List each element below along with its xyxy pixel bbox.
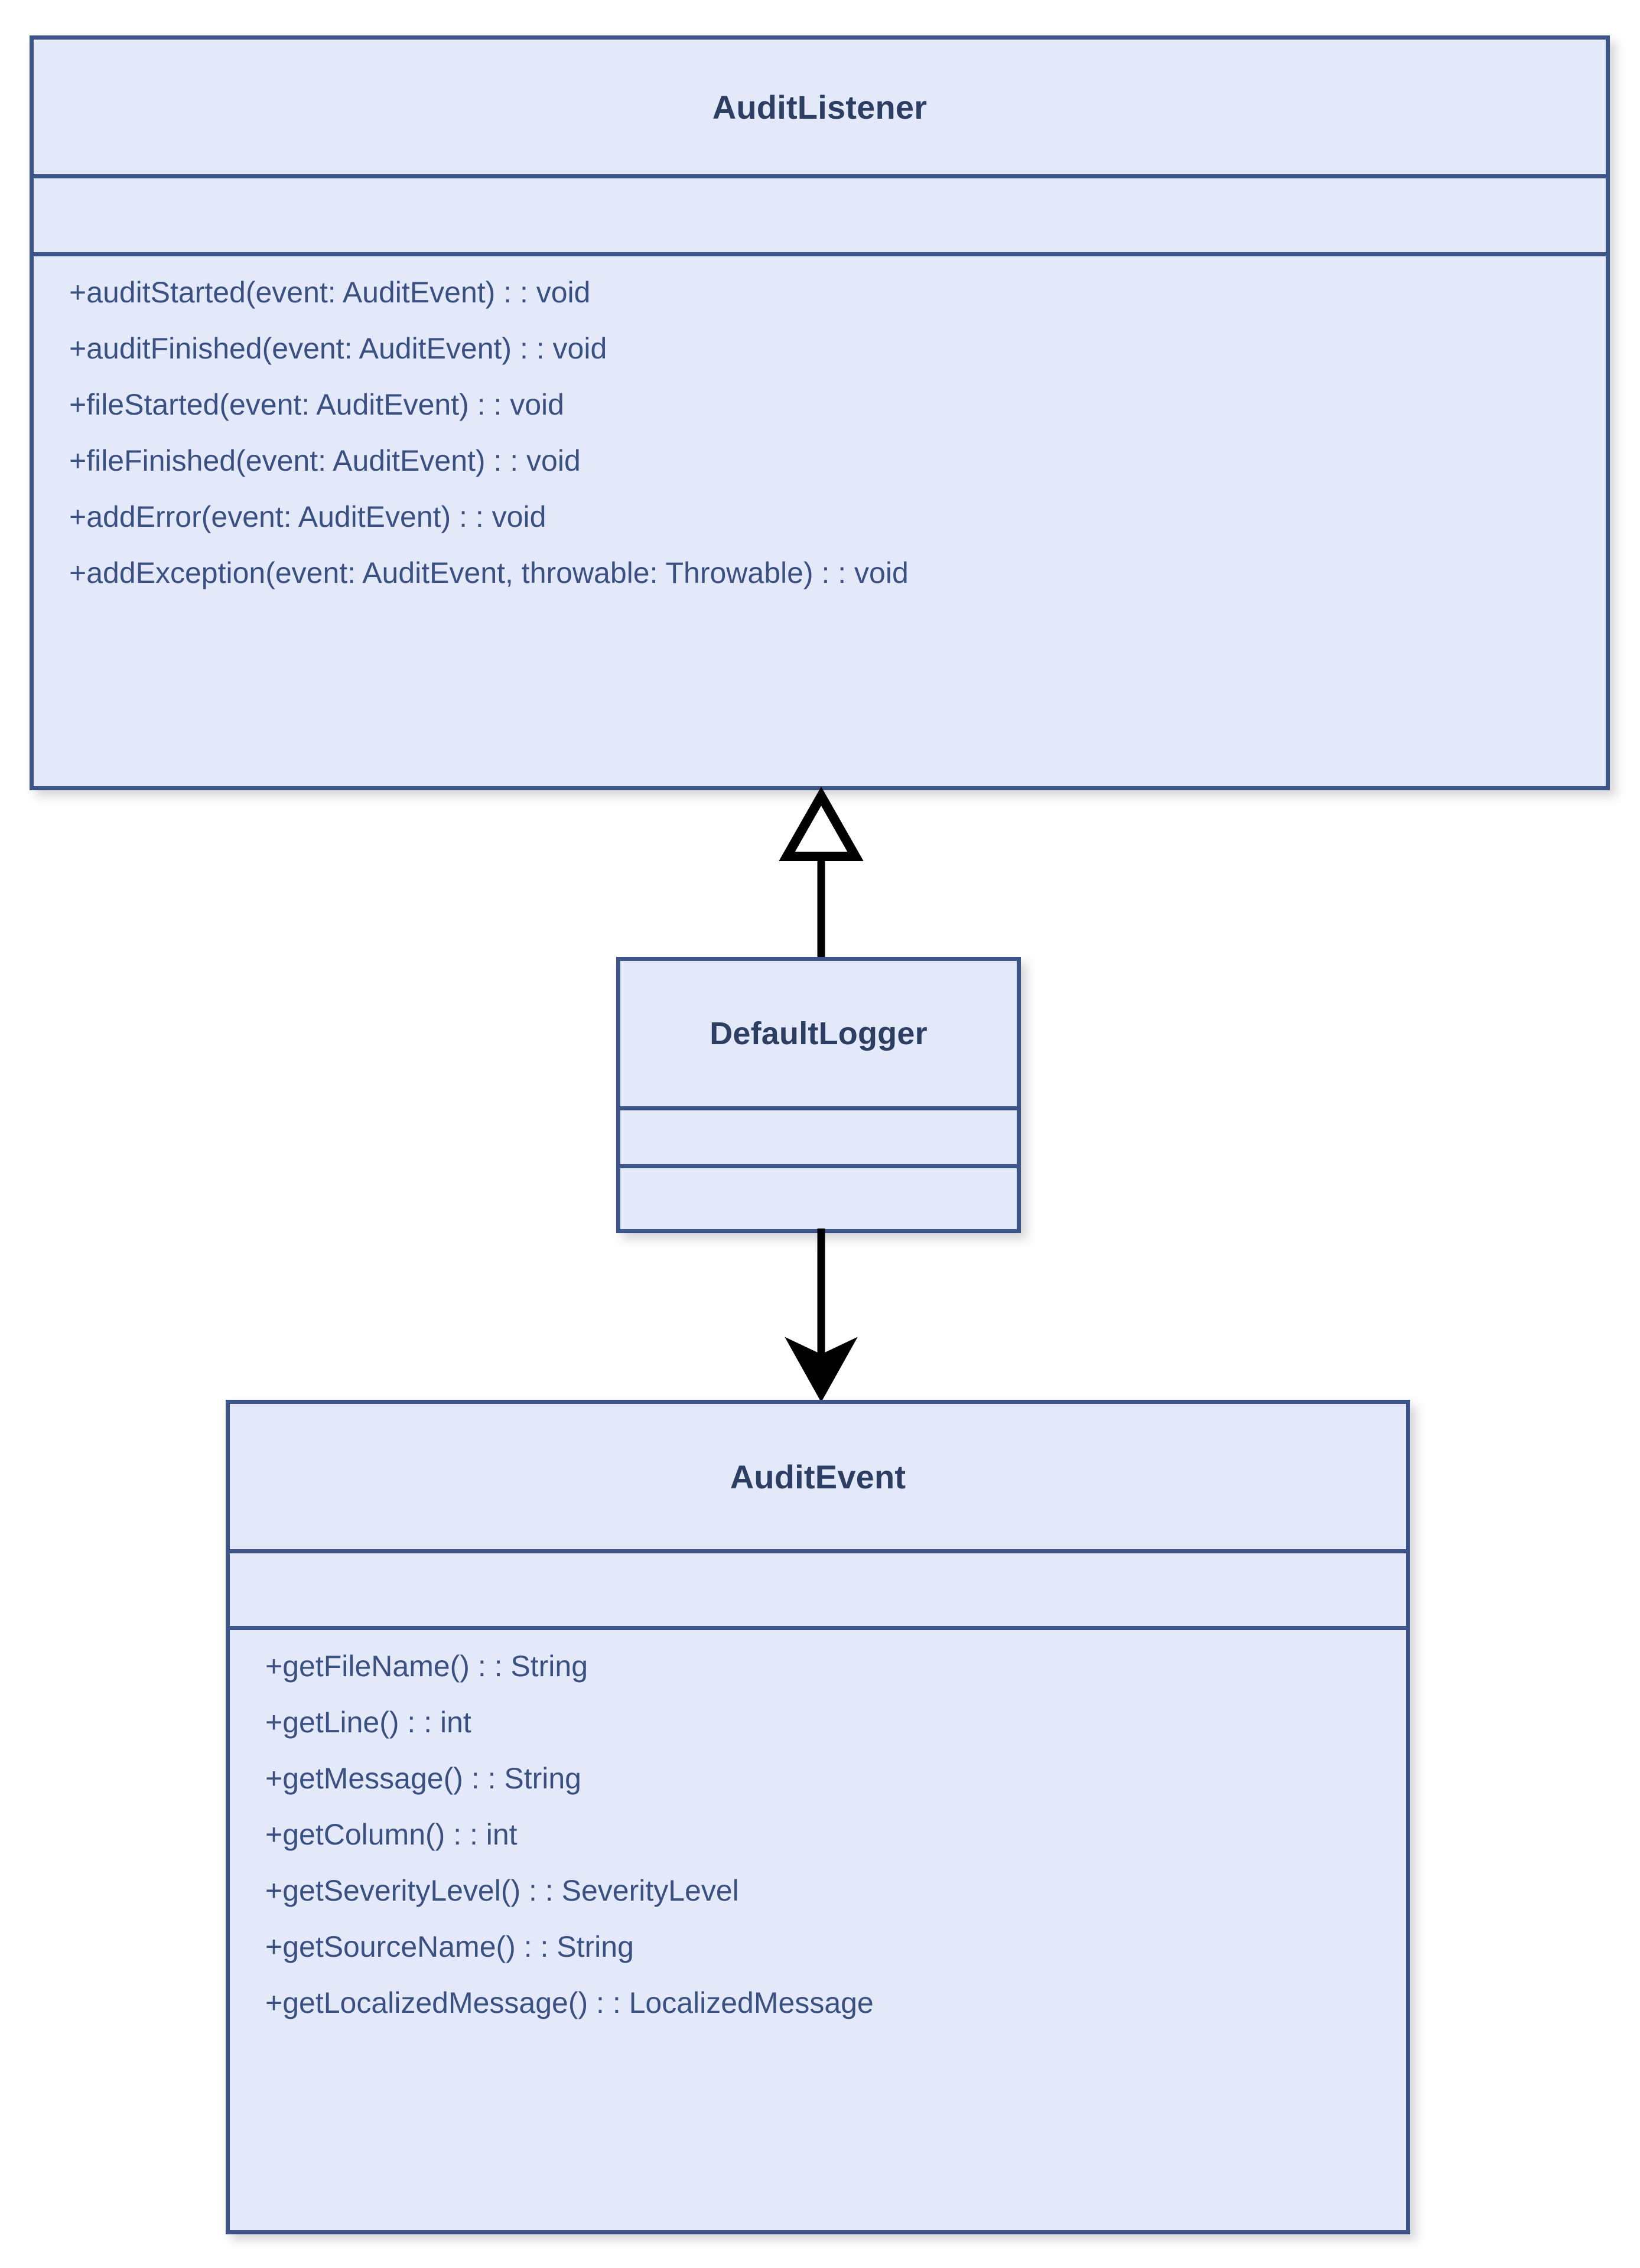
class-box-auditevent[interactable]: AuditEvent +getFileName() : : String +ge… [226,1400,1410,2234]
method-item: +getMessage() : : String [265,1762,581,1795]
method-item: +getLocalizedMessage() : : LocalizedMess… [265,1986,874,2019]
class-attributes-auditlistener [34,178,1606,256]
class-methods-auditlistener: +auditStarted(event: AuditEvent) : : voi… [34,256,1606,786]
method-item: +getSourceName() : : String [265,1930,634,1963]
class-header-defaultlogger: DefaultLogger [620,961,1017,1110]
method-item: +addException(event: AuditEvent, throwab… [69,556,909,589]
class-header-auditevent: AuditEvent [230,1404,1406,1553]
method-item: +auditFinished(event: AuditEvent) : : vo… [69,332,607,365]
method-item: +getFileName() : : String [265,1650,588,1683]
class-name-defaultlogger: DefaultLogger [710,1016,928,1051]
method-item: +fileFinished(event: AuditEvent) : : voi… [69,444,581,477]
class-methods-defaultlogger [620,1168,1017,1229]
generalization-arrow-defaultlogger-to-auditlistener [756,786,886,963]
method-item: +getSeverityLevel() : : SeverityLevel [265,1874,739,1907]
class-box-auditlistener[interactable]: AuditListener +auditStarted(event: Audit… [30,35,1610,790]
class-name-auditevent: AuditEvent [730,1458,906,1495]
method-item: +addError(event: AuditEvent) : : void [69,500,546,533]
method-item: +auditStarted(event: AuditEvent) : : voi… [69,276,591,309]
method-item: +getLine() : : int [265,1706,471,1739]
method-item: +fileStarted(event: AuditEvent) : : void [69,388,564,421]
class-header-auditlistener: AuditListener [34,40,1606,178]
class-methods-auditevent: +getFileName() : : String +getLine() : :… [230,1630,1406,2230]
association-arrow-defaultlogger-to-auditevent [756,1228,886,1406]
class-attributes-auditevent [230,1553,1406,1630]
method-item: +getColumn() : : int [265,1818,518,1851]
class-attributes-defaultlogger [620,1110,1017,1168]
class-box-defaultlogger[interactable]: DefaultLogger [616,957,1021,1233]
class-name-auditlistener: AuditListener [712,88,928,126]
